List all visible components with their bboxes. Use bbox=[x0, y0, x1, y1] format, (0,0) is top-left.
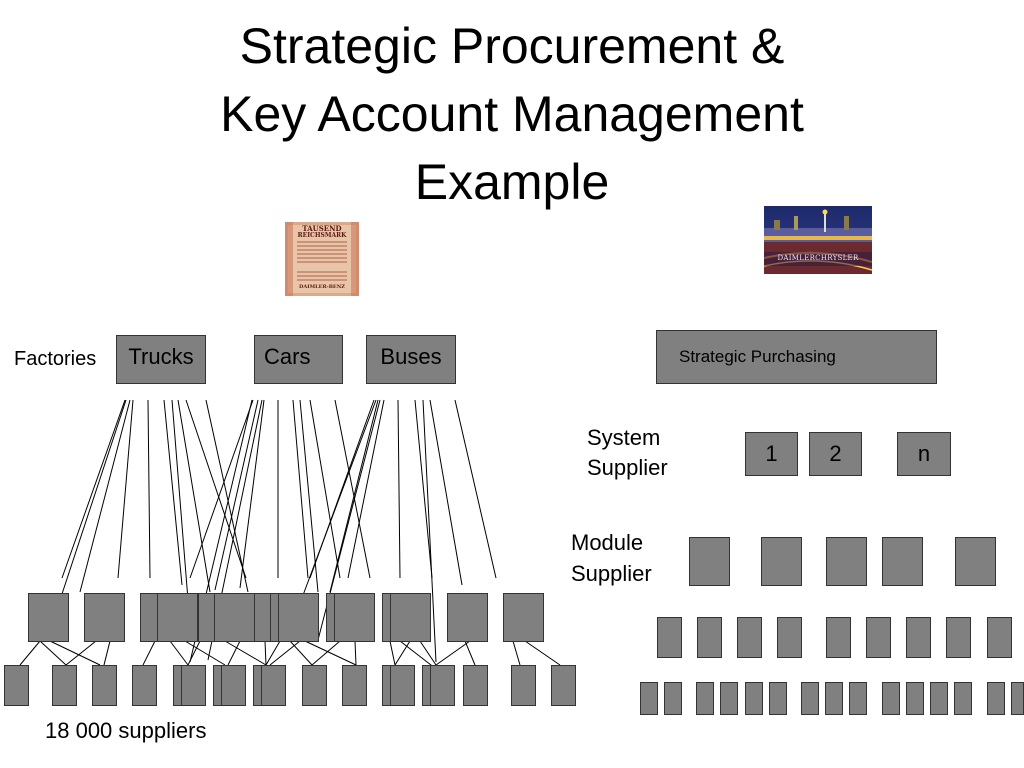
sub-component-supplier-box bbox=[987, 682, 1005, 715]
slide-title-line-3: Example bbox=[414, 154, 610, 210]
system-supplier-box-2: 2 bbox=[809, 432, 862, 476]
small-supplier-box bbox=[221, 665, 246, 706]
system-supplier-box-n: n bbox=[897, 432, 951, 476]
small-supplier-box bbox=[52, 665, 77, 706]
small-supplier-box bbox=[430, 665, 455, 706]
sub-component-supplier-box bbox=[825, 682, 843, 715]
tier-supplier-box bbox=[334, 593, 375, 642]
factory-cars-box: Cars bbox=[254, 335, 343, 384]
small-supplier-box bbox=[551, 665, 576, 706]
module-supplier-label-line-1: Module bbox=[571, 530, 644, 555]
reichsmark-banknote-image: TAUSEND REICHSMARK DAIMLER-BENZ bbox=[285, 222, 359, 296]
component-supplier-box bbox=[826, 617, 851, 658]
small-supplier-box bbox=[302, 665, 327, 706]
small-supplier-box bbox=[92, 665, 117, 706]
component-supplier-box bbox=[777, 617, 802, 658]
plant-sign-text: DAIMLERCHRYSLER bbox=[777, 254, 859, 262]
tier-supplier-box bbox=[278, 593, 319, 642]
factory-buses-box: Buses bbox=[366, 335, 456, 384]
banknote-text-1: TAUSEND bbox=[302, 224, 342, 233]
factory-trucks-box: Trucks bbox=[116, 335, 206, 384]
component-supplier-box bbox=[697, 617, 722, 658]
tier-supplier-box bbox=[447, 593, 488, 642]
module-supplier-box bbox=[689, 537, 730, 586]
sub-component-supplier-box bbox=[720, 682, 738, 715]
sub-component-supplier-box bbox=[1011, 682, 1024, 715]
tier-supplier-box bbox=[214, 593, 255, 642]
small-supplier-box bbox=[511, 665, 536, 706]
tier-supplier-box bbox=[390, 593, 431, 642]
sub-component-supplier-box bbox=[882, 682, 900, 715]
component-supplier-box bbox=[987, 617, 1012, 658]
small-supplier-box bbox=[132, 665, 157, 706]
factories-label: Factories bbox=[14, 348, 97, 370]
module-supplier-box bbox=[955, 537, 996, 586]
component-supplier-box bbox=[657, 617, 682, 658]
module-supplier-box bbox=[882, 537, 923, 586]
small-supplier-box bbox=[342, 665, 367, 706]
component-supplier-box bbox=[866, 617, 891, 658]
sub-component-supplier-box bbox=[664, 682, 682, 715]
suppliers-count-label: 18 000 suppliers bbox=[45, 718, 207, 743]
small-supplier-box bbox=[463, 665, 488, 706]
slide-title-line-2: Key Account Management bbox=[220, 86, 804, 142]
banknote-text-2: REICHSMARK bbox=[297, 232, 347, 239]
sub-component-supplier-box bbox=[801, 682, 819, 715]
strategic-purchasing-box: Strategic Purchasing bbox=[656, 330, 937, 384]
daimlerchrysler-plant-image: DAIMLERCHRYSLER bbox=[764, 206, 872, 274]
small-supplier-box bbox=[181, 665, 206, 706]
sub-component-supplier-box bbox=[696, 682, 714, 715]
sub-component-supplier-box bbox=[745, 682, 763, 715]
system-supplier-box-1: 1 bbox=[745, 432, 798, 476]
sub-component-supplier-box bbox=[849, 682, 867, 715]
tier-supplier-box bbox=[84, 593, 125, 642]
system-supplier-label-line-1: System bbox=[587, 425, 661, 450]
small-supplier-box bbox=[390, 665, 415, 706]
system-supplier-label-line-2: Supplier bbox=[587, 455, 668, 480]
tier-supplier-box bbox=[157, 593, 198, 642]
banknote-text-3: DAIMLER-BENZ bbox=[299, 284, 345, 290]
sub-component-supplier-box bbox=[640, 682, 658, 715]
sub-component-supplier-box bbox=[906, 682, 924, 715]
tier-supplier-box bbox=[28, 593, 69, 642]
tier-supplier-box bbox=[503, 593, 544, 642]
module-supplier-box bbox=[761, 537, 802, 586]
small-supplier-box bbox=[261, 665, 286, 706]
sub-component-supplier-box bbox=[930, 682, 948, 715]
component-supplier-box bbox=[737, 617, 762, 658]
module-supplier-box bbox=[826, 537, 867, 586]
component-supplier-box bbox=[946, 617, 971, 658]
component-supplier-box bbox=[906, 617, 931, 658]
module-supplier-label-line-2: Supplier bbox=[571, 561, 652, 586]
small-supplier-box bbox=[4, 665, 29, 706]
reichsmark-banknote-graphic bbox=[285, 222, 359, 296]
daimlerchrysler-plant-graphic bbox=[764, 206, 872, 274]
sub-component-supplier-box bbox=[954, 682, 972, 715]
sub-component-supplier-box bbox=[769, 682, 787, 715]
slide-title-line-1: Strategic Procurement & bbox=[239, 18, 785, 74]
